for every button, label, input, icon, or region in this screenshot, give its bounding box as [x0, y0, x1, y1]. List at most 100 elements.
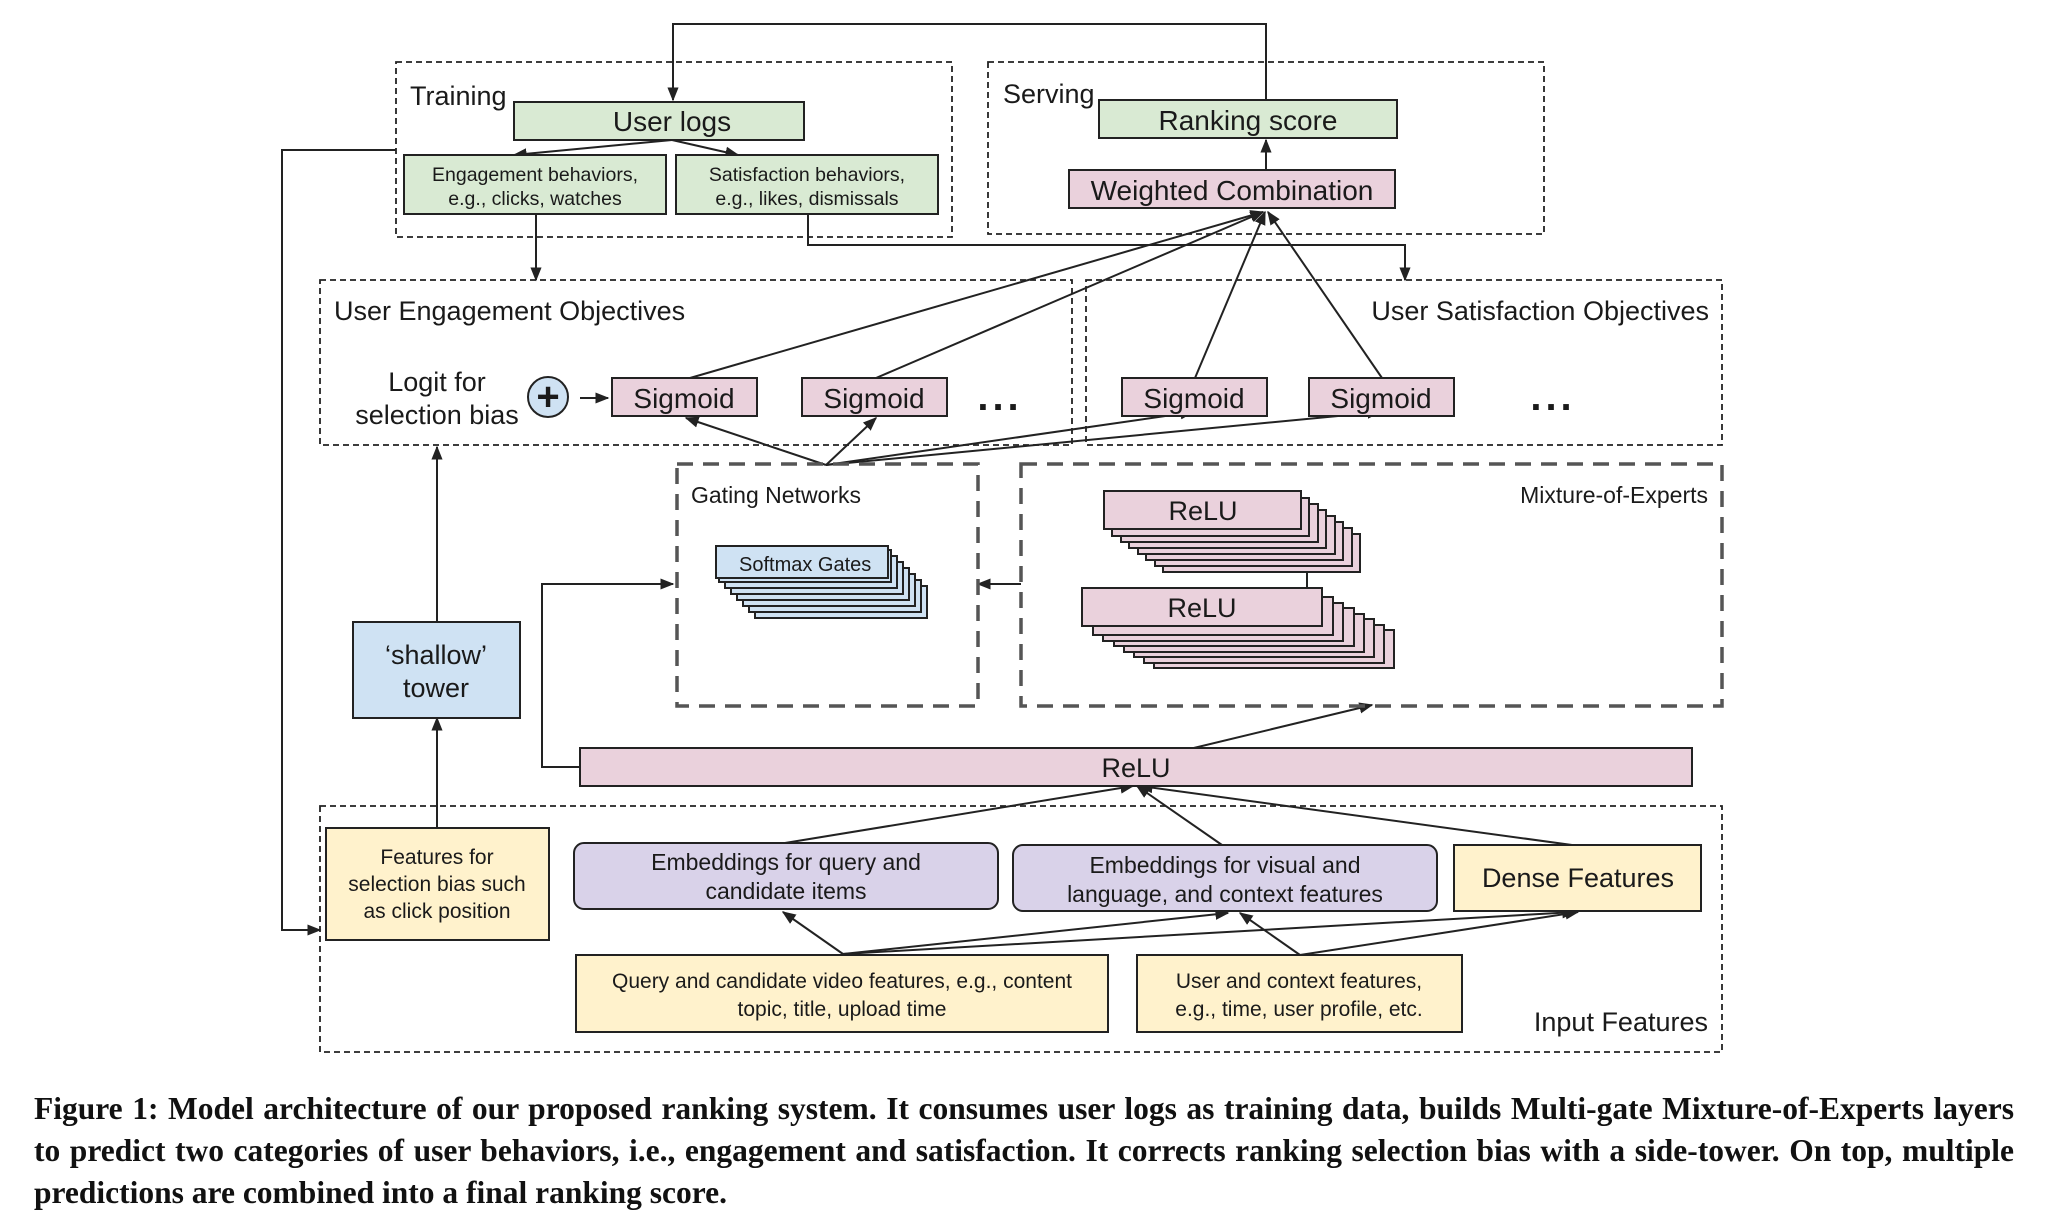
dense-features-label: Dense Features: [1482, 863, 1674, 893]
visual-language-embeddings-line1: Embeddings for visual and: [1089, 852, 1360, 878]
softmax-gates-label: Softmax Gates: [739, 554, 871, 576]
user-logs-label: User logs: [613, 106, 731, 137]
serving-frame: [987, 61, 1545, 235]
serving-group: Serving Ranking score Weighted Combinati…: [987, 61, 1545, 235]
engagement-objectives-group: User Engagement Objectives Logit for sel…: [319, 279, 1073, 446]
moe-upper-relu-box[interactable]: [1103, 490, 1302, 530]
softmax-gates-stack: Softmax Gates: [715, 545, 928, 619]
plus-node: [527, 376, 569, 418]
user-context-features-box[interactable]: [1136, 954, 1463, 1033]
edge-logs-to-engagement: [512, 139, 673, 160]
engagement-objectives-frame: [319, 279, 1073, 446]
satisfaction-behaviors-line1: Satisfaction behaviors,: [709, 164, 905, 186]
moe-lower-relu-label: ReLU: [1167, 593, 1236, 623]
satisfaction-sigmoid-2[interactable]: [1308, 377, 1455, 417]
edge-gate-to-sigmoid1: [684, 416, 827, 466]
selection-bias-features-line1: Features for: [380, 846, 493, 869]
softmax-gates-box[interactable]: [715, 545, 889, 579]
plus-icon: +: [536, 375, 559, 419]
mixture-of-experts-frame: [1019, 462, 1724, 708]
selection-bias-features-line2: selection bias such: [348, 873, 525, 896]
edge-dense-to-relu: [1138, 782, 1573, 846]
query-candidate-video-features-box[interactable]: [575, 954, 1109, 1033]
edge-ranking-to-user-logs: [667, 23, 1267, 103]
shallow-tower-line2: tower: [403, 673, 469, 703]
shallow-tower-box[interactable]: [352, 621, 521, 719]
moe-lower-relu-box[interactable]: [1081, 587, 1323, 627]
edge-emb2-to-relu: [1135, 785, 1223, 846]
edge-video-to-emb1: [781, 911, 844, 955]
shallow-tower-line1: ‘shallow’: [385, 640, 487, 670]
ranking-score-box[interactable]: [1098, 99, 1398, 139]
engagement-sigmoid-2[interactable]: [801, 377, 948, 417]
mixture-of-experts-group: Mixture-of-Experts ReLU ReLU: [1019, 462, 1724, 708]
input-features-frame: [319, 805, 1723, 1053]
shared-relu-label: ReLU: [1101, 753, 1170, 783]
satisfaction-behaviors-box[interactable]: [675, 154, 939, 215]
edge-user-to-dense: [1299, 908, 1580, 956]
edge-sigmoid4-to-combination: [1267, 210, 1383, 379]
edge-user-to-emb2: [1238, 912, 1301, 956]
satisfaction-sigmoid-2-label: Sigmoid: [1330, 383, 1431, 414]
dense-features-box[interactable]: [1453, 844, 1702, 912]
engagement-behaviors-line1: Engagement behaviors,: [432, 164, 638, 186]
serving-title: Serving: [1003, 79, 1095, 109]
query-candidate-embeddings-line1: Embeddings for query and: [651, 849, 921, 875]
edge-video-to-dense: [842, 907, 1577, 955]
model-architecture-diagram: Training User logs Engagement behaviors,…: [281, 23, 1724, 1053]
satisfaction-objectives-title: User Satisfaction Objectives: [1371, 296, 1709, 326]
logit-label-line2: selection bias: [355, 400, 519, 430]
training-group: Training User logs Engagement behaviors,…: [395, 61, 953, 238]
edge-video-to-emb2: [842, 908, 1230, 955]
ranking-score-label: Ranking score: [1159, 105, 1338, 136]
logit-label-line1: Logit for: [388, 367, 486, 397]
edge-sigmoid1-to-combination: [689, 210, 1265, 379]
satisfaction-sigmoid-1-label: Sigmoid: [1143, 383, 1244, 414]
edge-logs-to-satisfaction: [671, 139, 740, 158]
visual-language-embeddings-box[interactable]: [1012, 844, 1438, 912]
figure-caption: Figure 1: Model architecture of our prop…: [34, 1091, 2014, 1210]
edge-gate-to-sigmoid4: [825, 407, 1382, 466]
engagement-sigmoid-1-label: Sigmoid: [633, 383, 734, 414]
weighted-combination-box[interactable]: [1068, 169, 1396, 209]
input-features-title: Input Features: [1534, 1007, 1708, 1037]
moe-lower-stack: ReLU: [1081, 587, 1395, 669]
connector-edges: [281, 23, 1580, 956]
edge-sigmoid2-to-combination: [875, 211, 1265, 379]
gating-networks-frame: [675, 462, 980, 708]
training-title: Training: [410, 81, 507, 111]
user-context-features-line2: e.g., time, user profile, etc.: [1175, 998, 1422, 1021]
engagement-behaviors-box[interactable]: [403, 154, 667, 215]
engagement-objectives-title: User Engagement Objectives: [334, 296, 685, 326]
engagement-ellipsis: ...: [977, 375, 1022, 419]
engagement-sigmoid-2-label: Sigmoid: [823, 383, 924, 414]
satisfaction-sigmoid-1[interactable]: [1121, 377, 1268, 417]
training-frame: [395, 61, 953, 238]
engagement-sigmoid-1[interactable]: [611, 377, 758, 417]
query-candidate-embeddings-line2: candidate items: [705, 878, 866, 904]
edge-sigmoid3-to-combination: [1194, 210, 1266, 379]
satisfaction-behaviors-line2: e.g., likes, dismissals: [715, 188, 898, 210]
selection-bias-features-line3: as click position: [363, 900, 510, 923]
gating-networks-title: Gating Networks: [691, 482, 861, 508]
satisfaction-objectives-group: User Satisfaction Objectives Sigmoid Sig…: [1085, 279, 1723, 446]
gating-networks-group: Gating Networks Softmax Gates: [675, 462, 980, 708]
shared-relu-box[interactable]: [579, 747, 1693, 787]
engagement-behaviors-line2: e.g., clicks, watches: [448, 188, 622, 210]
input-features-group: Input Features Features for selection bi…: [319, 805, 1723, 1053]
edge-training-to-bias-features: [281, 149, 396, 936]
query-candidate-video-features-line2: topic, title, upload time: [738, 998, 947, 1021]
selection-bias-features-box[interactable]: [325, 827, 550, 941]
edge-gate-to-sigmoid3: [825, 408, 1195, 466]
moe-upper-stack: ReLU: [1103, 490, 1361, 573]
query-candidate-video-features-line1: Query and candidate video features, e.g.…: [612, 970, 1072, 993]
edge-emb1-to-relu: [784, 782, 1135, 844]
edge-relu-to-gating: [541, 578, 675, 768]
user-logs-box[interactable]: [513, 101, 805, 141]
moe-upper-relu-label: ReLU: [1168, 496, 1237, 526]
edge-gate-to-sigmoid2: [825, 417, 878, 466]
satisfaction-ellipsis: ...: [1530, 375, 1575, 419]
query-candidate-embeddings-box[interactable]: [573, 842, 999, 910]
mixture-of-experts-title: Mixture-of-Experts: [1520, 482, 1708, 508]
weighted-combination-label: Weighted Combination: [1091, 175, 1374, 206]
